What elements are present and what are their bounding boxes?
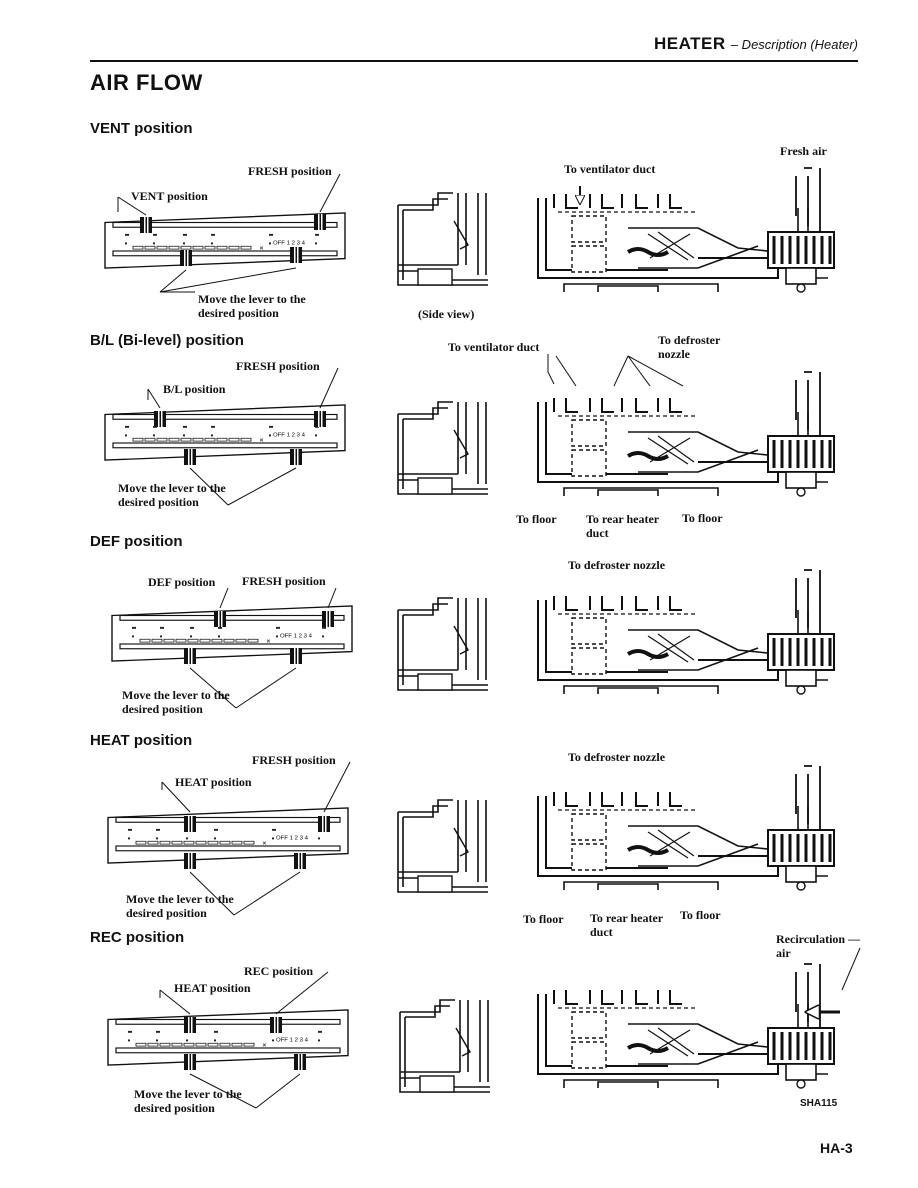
heat-move-label: Move the lever to the desired position [126, 892, 234, 920]
heat-rear-label: To rear heater duct [590, 911, 663, 939]
heat-floor-right-label: To floor [680, 908, 721, 922]
rec-control-panel [107, 971, 349, 1109]
header-title: HEATER [653, 34, 726, 53]
bilevel-floor-right-label: To floor [682, 511, 723, 525]
vent-move-label: Move the lever to the desired position [198, 292, 306, 320]
def-defroster-label: To defroster nozzle [568, 558, 666, 572]
page-number: HA-3 [820, 1140, 853, 1156]
heat-side-view [397, 799, 489, 893]
heat-defroster-label: To defroster nozzle [568, 750, 666, 764]
rec-leader-line [841, 947, 861, 991]
vent-ventilator-label: To ventilator duct [564, 162, 656, 176]
vent-fresh-label: FRESH position [248, 164, 332, 178]
heat-floor-left-label: To floor [523, 912, 564, 926]
vent-side-view [397, 192, 489, 286]
rec-move-label: Move the lever to the desired position [134, 1087, 242, 1115]
vent-mode-label: VENT position [131, 189, 208, 203]
def-fresh-label: FRESH position [242, 574, 326, 588]
vent-control-panel [104, 173, 346, 293]
bilevel-rear-label: To rear heater duct [586, 512, 659, 540]
bilevel-control-panel [104, 367, 346, 506]
section-heading-heat: HEAT position [90, 732, 193, 749]
rec-recirc-label: Recirculation — air [776, 932, 861, 960]
page-title: AIR FLOW [90, 70, 203, 95]
page-header: HEATER – Description (Heater) [90, 32, 858, 62]
section-heading-def: DEF position [90, 533, 183, 550]
def-mode-label: DEF position [148, 575, 216, 589]
section-heading-vent: VENT position [90, 120, 193, 137]
section-heading-bilevel: B/L (Bi-level) position [90, 332, 244, 349]
heat-fresh-label: FRESH position [252, 753, 336, 767]
rec-side-view [399, 999, 491, 1093]
bilevel-mode-label: B/L position [163, 382, 226, 396]
bilevel-floor-left-label: To floor [516, 512, 557, 526]
header-subtitle: – Description (Heater) [730, 37, 858, 52]
bilevel-fresh-label: FRESH position [236, 359, 320, 373]
def-move-label: Move the lever to the desired position [122, 688, 230, 716]
section-heading-rec: REC position [90, 929, 185, 946]
figure-code: SHA115 [800, 1098, 838, 1109]
def-side-view [397, 597, 489, 691]
bilevel-leader-lines [547, 354, 684, 387]
bilevel-side-view [397, 401, 489, 495]
rec-rec-label: REC position [244, 964, 314, 978]
def-control-panel [111, 587, 353, 709]
heat-control-panel [107, 761, 351, 916]
rec-mode-label: HEAT position [174, 981, 251, 995]
bilevel-ventilator-label: To ventilator duct [448, 340, 540, 354]
vent-fresh-air-label: Fresh air [780, 144, 827, 158]
bilevel-move-label: Move the lever to the desired position [118, 481, 226, 509]
heat-mode-label: HEAT position [175, 775, 252, 789]
vent-side-view-label: (Side view) [418, 307, 475, 321]
bilevel-defroster-label: To defroster nozzle [658, 333, 721, 361]
